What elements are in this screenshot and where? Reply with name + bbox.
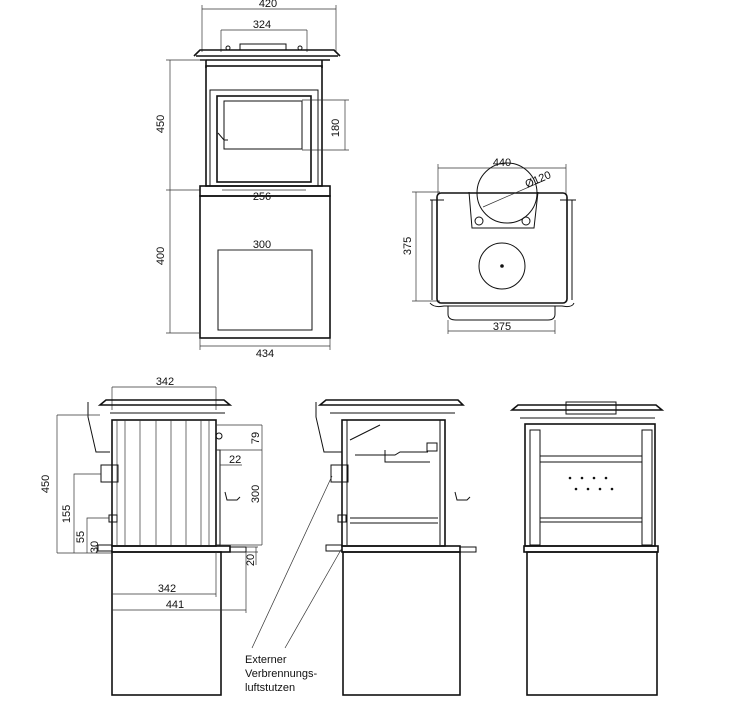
dim-342-top: 342 [156, 376, 174, 388]
dim-300-front: 300 [253, 239, 271, 251]
dim-300-side: 300 [250, 485, 262, 503]
top-view: 440 375 Ø120 375 [402, 157, 576, 334]
dim-79: 79 [250, 432, 262, 444]
dim-400: 400 [155, 247, 167, 265]
dim-450-side: 450 [40, 475, 52, 493]
dim-450-front: 450 [155, 115, 167, 133]
section-view: Externer Verbrennungs- luftstutzen [245, 399, 477, 696]
dim-342-bottom: 342 [158, 583, 176, 595]
dim-441: 441 [166, 599, 184, 611]
dim-434: 434 [256, 348, 274, 360]
dim-375-depth: 375 [402, 237, 414, 255]
dim-375-handle: 375 [493, 321, 511, 333]
side-view: 342 450 155 55 30 79 22 300 20 342 [40, 376, 263, 696]
dim-22: 22 [229, 454, 241, 466]
annotation-line2: Verbrennungs- [245, 668, 317, 680]
dim-30: 30 [89, 541, 101, 553]
dim-flue-diameter: Ø120 [523, 169, 552, 191]
dim-180: 180 [330, 119, 342, 137]
annotation-line1: Externer [245, 654, 287, 666]
annotation-line3: luftstutzen [245, 682, 295, 694]
dim-256: 256 [253, 191, 271, 203]
dim-155: 155 [61, 505, 73, 523]
rear-view [509, 401, 665, 696]
front-view: 420 324 450 180 256 300 400 434 [155, 0, 349, 360]
dim-324: 324 [253, 19, 271, 31]
dim-20: 20 [245, 554, 257, 566]
dim-420: 420 [259, 0, 277, 10]
dim-55: 55 [75, 531, 87, 543]
